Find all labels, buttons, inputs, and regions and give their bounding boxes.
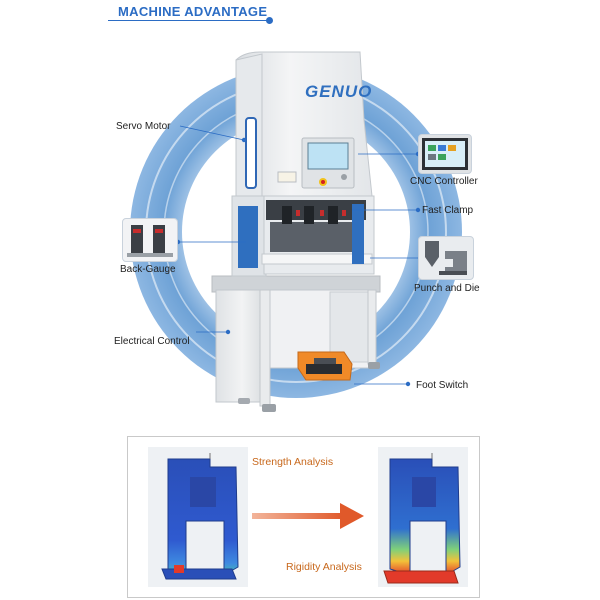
label-electrical-control: Electrical Control bbox=[114, 336, 190, 347]
label-fast-clamp: Fast Clamp bbox=[422, 205, 474, 216]
back-gauge-thumbnail bbox=[122, 218, 178, 262]
punch-and-die-thumbnail bbox=[418, 236, 474, 280]
rigidity-model bbox=[378, 447, 468, 587]
title-underline bbox=[108, 20, 270, 21]
label-foot-switch: Foot Switch bbox=[416, 380, 469, 391]
title-dot bbox=[266, 17, 273, 24]
machine-showcase: GENUO Servo Motor CNC Contr bbox=[114, 51, 480, 412]
cnc-controller-thumbnail bbox=[418, 134, 472, 174]
machine-body bbox=[231, 51, 375, 277]
transform-arrow bbox=[252, 503, 364, 529]
rigidity-analysis-label: Rigidity Analysis bbox=[286, 561, 362, 573]
analysis-illustration bbox=[148, 447, 468, 587]
callout-dots bbox=[175, 137, 423, 387]
strength-analysis-label: Strength Analysis bbox=[252, 456, 334, 468]
label-punch-and-die: Punch and Die bbox=[414, 283, 480, 294]
strength-model bbox=[148, 447, 248, 587]
label-cnc-controller: CNC Controller bbox=[410, 176, 478, 187]
cnc-screen-icon bbox=[422, 138, 468, 170]
punch-die-icon bbox=[425, 241, 467, 275]
foot-switch bbox=[297, 351, 353, 381]
label-back-gauge: Back-Gauge bbox=[120, 264, 176, 275]
callout-leaders bbox=[178, 125, 420, 385]
brand-logo: GENUO bbox=[305, 82, 373, 101]
section-title: MACHINE ADVANTAGE bbox=[118, 4, 268, 19]
back-gauge-icon bbox=[127, 225, 173, 257]
label-servo-motor: Servo Motor bbox=[116, 121, 171, 132]
analysis-panel: Strength Analysis Rigidity Analysis bbox=[127, 436, 480, 598]
machine-illustration bbox=[130, 51, 462, 412]
